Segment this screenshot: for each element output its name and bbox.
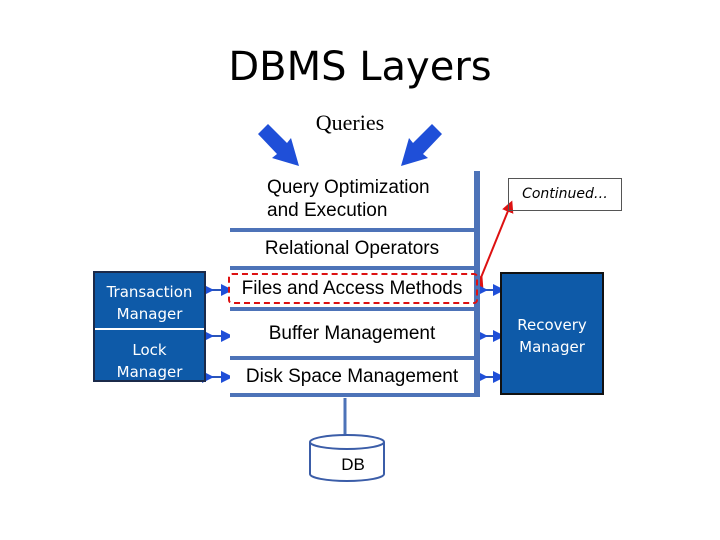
transaction-lock-manager-box: Transaction Manager Lock Manager bbox=[93, 271, 206, 382]
recovery-manager: Recovery Manager bbox=[502, 314, 602, 358]
db-label: DB bbox=[341, 455, 365, 474]
query-optimization-layer: Query Optimization and Execution bbox=[230, 171, 474, 228]
files-access-methods-layer: Files and Access Methods bbox=[230, 270, 474, 307]
transaction-manager-line1: Transaction bbox=[106, 283, 193, 301]
manager-divider bbox=[95, 328, 204, 330]
query-optimization-line2: and Execution bbox=[267, 200, 388, 221]
lock-manager-line1: Lock bbox=[132, 341, 167, 359]
recovery-manager-box: Recovery Manager bbox=[500, 272, 604, 395]
transaction-manager-line2: Manager bbox=[116, 305, 183, 323]
relational-operators-layer: Relational Operators bbox=[230, 232, 474, 266]
recovery-manager-line1: Recovery bbox=[517, 316, 587, 334]
disk-space-management-layer: Disk Space Management bbox=[230, 360, 474, 393]
dbms-layer-stack: Query Optimization and Execution Relatio… bbox=[230, 171, 480, 397]
diagram-title: DBMS Layers bbox=[228, 44, 492, 90]
continued-callout: Continued… bbox=[508, 178, 622, 211]
queries-label: Queries bbox=[315, 110, 385, 135]
files-access-highlight bbox=[228, 273, 478, 304]
query-arrow-right bbox=[401, 124, 442, 166]
database-cylinder bbox=[309, 434, 385, 482]
query-arrow-left bbox=[258, 124, 299, 166]
lock-manager: Lock Manager bbox=[95, 339, 204, 383]
recovery-manager-line2: Manager bbox=[519, 338, 585, 356]
buffer-management-layer: Buffer Management bbox=[230, 311, 474, 356]
transaction-manager: Transaction Manager bbox=[95, 281, 204, 325]
lock-manager-line2: Manager bbox=[116, 363, 183, 381]
continued-connector bbox=[472, 200, 514, 288]
query-optimization-line1: Query Optimization bbox=[267, 177, 430, 198]
